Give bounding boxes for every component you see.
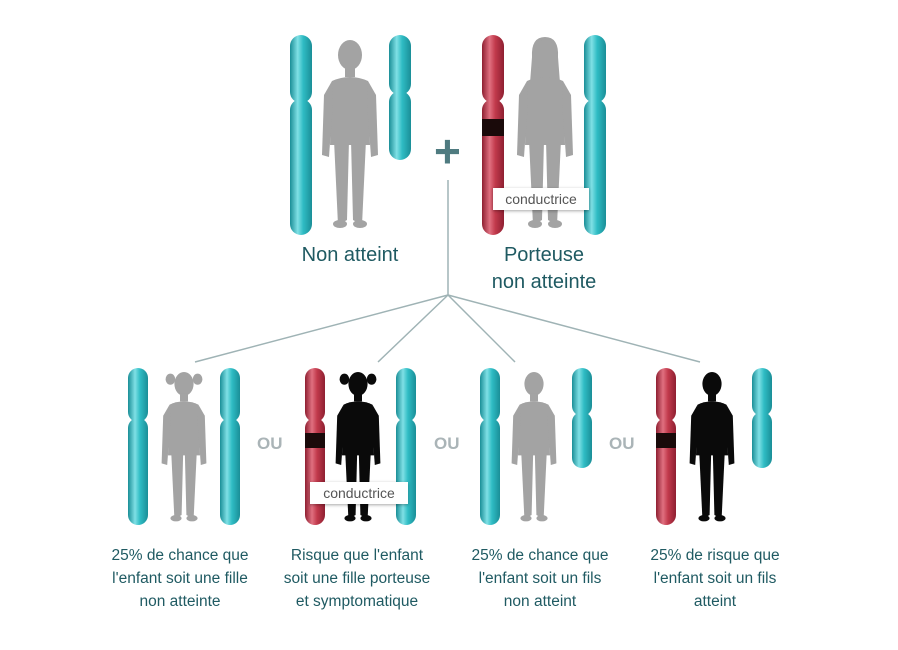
carrier-tag-child: conductrice [310, 482, 408, 504]
or-separator: OU [434, 434, 460, 453]
or-separator: OU [609, 434, 635, 453]
x-chromosome-mother [584, 35, 606, 235]
x-chromosome-mutated [656, 368, 676, 525]
x-chromosome-father [290, 35, 312, 235]
boy-silhouette-unaffected [511, 371, 557, 522]
carrier-tag-mother: conductrice [493, 188, 589, 210]
y-chromosome [572, 368, 592, 468]
x-chromosome [480, 368, 500, 525]
girl-silhouette-unaffected [161, 371, 207, 522]
x-chromosome [128, 368, 148, 525]
mother-label-line1: Porteuse [503, 244, 585, 266]
x-chromosome [220, 368, 240, 525]
plus-sign: + [434, 125, 461, 177]
father-label: Non atteint [301, 244, 399, 266]
y-chromosome-father [389, 35, 411, 160]
or-separator: OU [257, 434, 283, 453]
mother-label-line2: non atteinte [491, 271, 597, 293]
y-chromosome [752, 368, 772, 468]
girl-silhouette-mother [517, 37, 573, 228]
boy-silhouette-affected [689, 371, 735, 522]
boy-silhouette-father [322, 40, 378, 228]
